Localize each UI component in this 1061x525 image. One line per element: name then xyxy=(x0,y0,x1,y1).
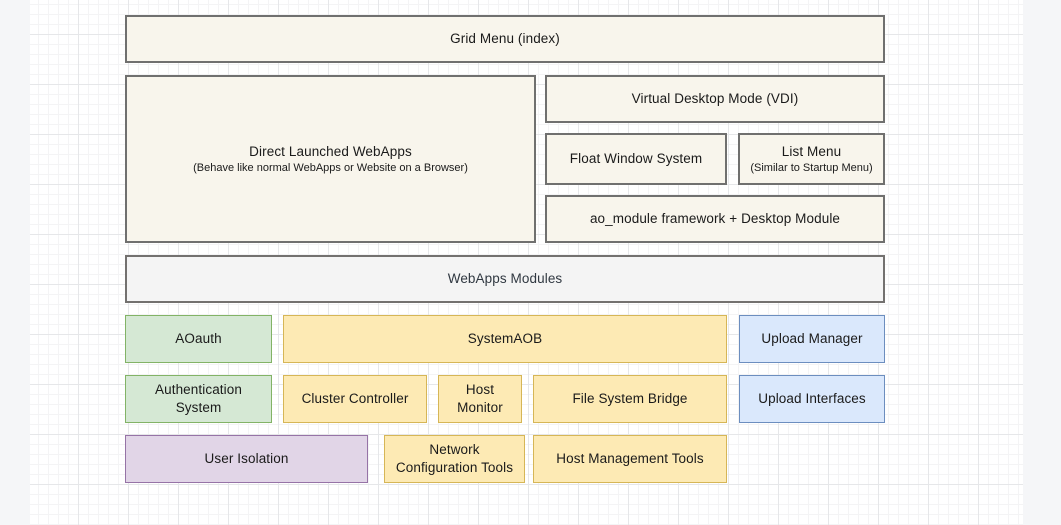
node-label-ao-module-framework: ao_module framework + Desktop Module xyxy=(590,211,840,226)
node-label-list-menu: List Menu xyxy=(782,144,841,159)
node-text-wrap-host-monitor: Host Monitor xyxy=(445,381,515,417)
node-label-direct-launched-webapps: Direct Launched WebApps xyxy=(249,144,412,159)
node-text-wrap-float-window-system: Float Window System xyxy=(570,150,702,168)
node-text-wrap-ao-module-framework: ao_module framework + Desktop Module xyxy=(590,210,840,228)
node-text-wrap-file-system-bridge: File System Bridge xyxy=(572,390,687,408)
node-text-wrap-network-configuration-tools: Network Configuration Tools xyxy=(391,441,518,477)
node-authentication-system[interactable]: Authentication System xyxy=(125,375,272,423)
node-text-wrap-cluster-controller: Cluster Controller xyxy=(302,390,409,408)
node-label-file-system-bridge: File System Bridge xyxy=(572,391,687,406)
node-virtual-desktop-mode[interactable]: Virtual Desktop Mode (VDI) xyxy=(545,75,885,123)
node-label-host-management-tools: Host Management Tools xyxy=(556,451,703,466)
node-sublabel-list-menu: (Similar to Startup Menu) xyxy=(750,161,872,176)
node-host-management-tools[interactable]: Host Management Tools xyxy=(533,435,727,483)
node-upload-interfaces[interactable]: Upload Interfaces xyxy=(739,375,885,423)
node-label-system-aob: SystemAOB xyxy=(468,331,542,346)
node-ao-module-framework[interactable]: ao_module framework + Desktop Module xyxy=(545,195,885,243)
node-text-wrap-system-aob: SystemAOB xyxy=(468,330,542,348)
node-label-upload-interfaces: Upload Interfaces xyxy=(758,391,866,406)
node-label-network-configuration-tools: Network Configuration Tools xyxy=(396,442,513,475)
node-text-wrap-user-isolation: User Isolation xyxy=(205,450,289,468)
node-text-wrap-upload-interfaces: Upload Interfaces xyxy=(758,390,866,408)
node-label-cluster-controller: Cluster Controller xyxy=(302,391,409,406)
node-label-upload-manager: Upload Manager xyxy=(761,331,862,346)
node-list-menu[interactable]: List Menu (Similar to Startup Menu) xyxy=(738,133,885,185)
node-webapps-modules[interactable]: WebApps Modules xyxy=(125,255,885,303)
node-text-wrap-list-menu: List Menu (Similar to Startup Menu) xyxy=(750,143,872,175)
node-text-wrap-webapps-modules: WebApps Modules xyxy=(448,270,563,288)
node-upload-manager[interactable]: Upload Manager xyxy=(739,315,885,363)
node-text-wrap-direct-launched-webapps: Direct Launched WebApps (Behave like norm… xyxy=(193,143,468,175)
node-label-virtual-desktop-mode: Virtual Desktop Mode (VDI) xyxy=(632,91,799,106)
node-text-wrap-virtual-desktop-mode: Virtual Desktop Mode (VDI) xyxy=(632,90,799,108)
node-user-isolation[interactable]: User Isolation xyxy=(125,435,368,483)
node-label-user-isolation: User Isolation xyxy=(205,451,289,466)
node-host-monitor[interactable]: Host Monitor xyxy=(438,375,522,423)
node-label-host-monitor: Host Monitor xyxy=(457,382,503,415)
node-aoauth[interactable]: AOauth xyxy=(125,315,272,363)
node-text-wrap-host-management-tools: Host Management Tools xyxy=(556,450,703,468)
node-label-authentication-system: Authentication System xyxy=(155,382,242,415)
node-float-window-system[interactable]: Float Window System xyxy=(545,133,727,185)
node-system-aob[interactable]: SystemAOB xyxy=(283,315,727,363)
node-label-webapps-modules: WebApps Modules xyxy=(448,271,563,286)
node-sublabel-direct-launched-webapps: (Behave like normal WebApps or Website o… xyxy=(193,161,468,176)
node-grid-menu[interactable]: Grid Menu (index) xyxy=(125,15,885,63)
node-label-aoauth: AOauth xyxy=(175,331,221,346)
node-file-system-bridge[interactable]: File System Bridge xyxy=(533,375,727,423)
node-text-wrap-upload-manager: Upload Manager xyxy=(761,330,862,348)
node-text-wrap-aoauth: AOauth xyxy=(175,330,221,348)
node-network-configuration-tools[interactable]: Network Configuration Tools xyxy=(384,435,525,483)
node-direct-launched-webapps[interactable]: Direct Launched WebApps (Behave like norm… xyxy=(125,75,536,243)
node-text-wrap-authentication-system: Authentication System xyxy=(132,381,265,417)
node-cluster-controller[interactable]: Cluster Controller xyxy=(283,375,427,423)
node-label-grid-menu: Grid Menu (index) xyxy=(450,31,560,46)
node-label-float-window-system: Float Window System xyxy=(570,151,702,166)
node-text-wrap-grid-menu: Grid Menu (index) xyxy=(450,30,560,48)
